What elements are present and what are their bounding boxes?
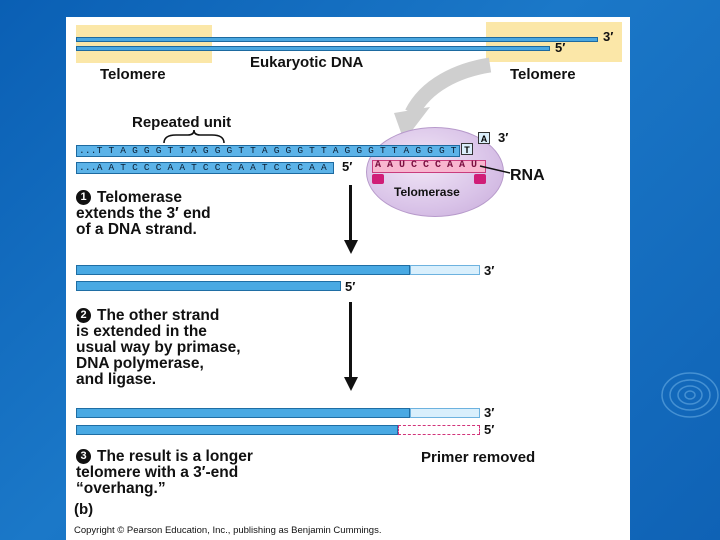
stage3-top-strand — [76, 408, 410, 418]
stage3-3prime-label: 3′ — [484, 405, 495, 420]
repeated-unit-label: Repeated unit — [132, 114, 232, 131]
telomerase-protein-right — [474, 174, 486, 184]
copyright-text: Copyright © Pearson Education, Inc., pub… — [74, 525, 382, 536]
sequence-3prime-label: 3′ — [498, 130, 509, 145]
telomere-left-highlight — [76, 25, 212, 63]
top-strand-sequence: ...T T A G G G T T A G G G T T A G G G T… — [76, 145, 460, 157]
stage2-top-strand — [76, 265, 410, 275]
stage3-bottom-strand — [76, 425, 398, 435]
telomerase-diagram: 3′ 5′ Telomere Eukaryotic DNA Telomere R… — [66, 17, 630, 540]
stage2-top-extension — [410, 265, 480, 275]
overview-strand-top — [76, 37, 598, 42]
telomerase-label: Telomerase — [394, 185, 460, 199]
stage3-top-extension — [410, 408, 480, 418]
sequence-5prime-label: 5′ — [342, 159, 353, 174]
overview-strand-bottom — [76, 46, 550, 51]
step-2-number: 2 — [76, 308, 91, 323]
arrow-2-shaft — [349, 302, 352, 380]
rna-pointer-line — [479, 165, 511, 174]
stage3-5prime-label: 5′ — [484, 422, 495, 437]
arrow-1-head — [344, 240, 358, 254]
telomere-right-label: Telomere — [510, 66, 576, 83]
arrow-1-shaft — [349, 185, 352, 243]
eukaryotic-dna-label: Eukaryotic DNA — [250, 54, 364, 71]
step-3-number: 3 — [76, 449, 91, 464]
repeated-unit-brace — [163, 129, 225, 144]
stage2-bottom-strand — [76, 281, 341, 291]
removed-primer-outline — [398, 425, 480, 435]
telomere-left-label: Telomere — [100, 66, 166, 83]
overview-3prime-label: 3′ — [603, 29, 614, 44]
stage2-3prime-label: 3′ — [484, 263, 495, 278]
telomere-right-highlight — [486, 22, 622, 62]
telomerase-protein-left — [372, 174, 384, 184]
rna-template-sequence: A A U C C C A A U — [375, 160, 478, 171]
added-t-nucleotide: T — [461, 143, 473, 155]
bottom-strand-sequence: ...A A T C C C A A T C C C A A T C C C A… — [76, 162, 334, 174]
arrow-2-head — [344, 377, 358, 391]
overview-5prime-label: 5′ — [555, 40, 566, 55]
step-1-number: 1 — [76, 190, 91, 205]
rna-label: RNA — [510, 167, 545, 184]
primer-removed-label: Primer removed — [421, 449, 536, 466]
background-swirl-decoration — [661, 372, 719, 418]
panel-label: (b) — [74, 501, 94, 518]
added-a-nucleotide: A — [478, 132, 490, 144]
stage2-5prime-label: 5′ — [345, 279, 356, 294]
rna-template-box — [372, 160, 486, 173]
